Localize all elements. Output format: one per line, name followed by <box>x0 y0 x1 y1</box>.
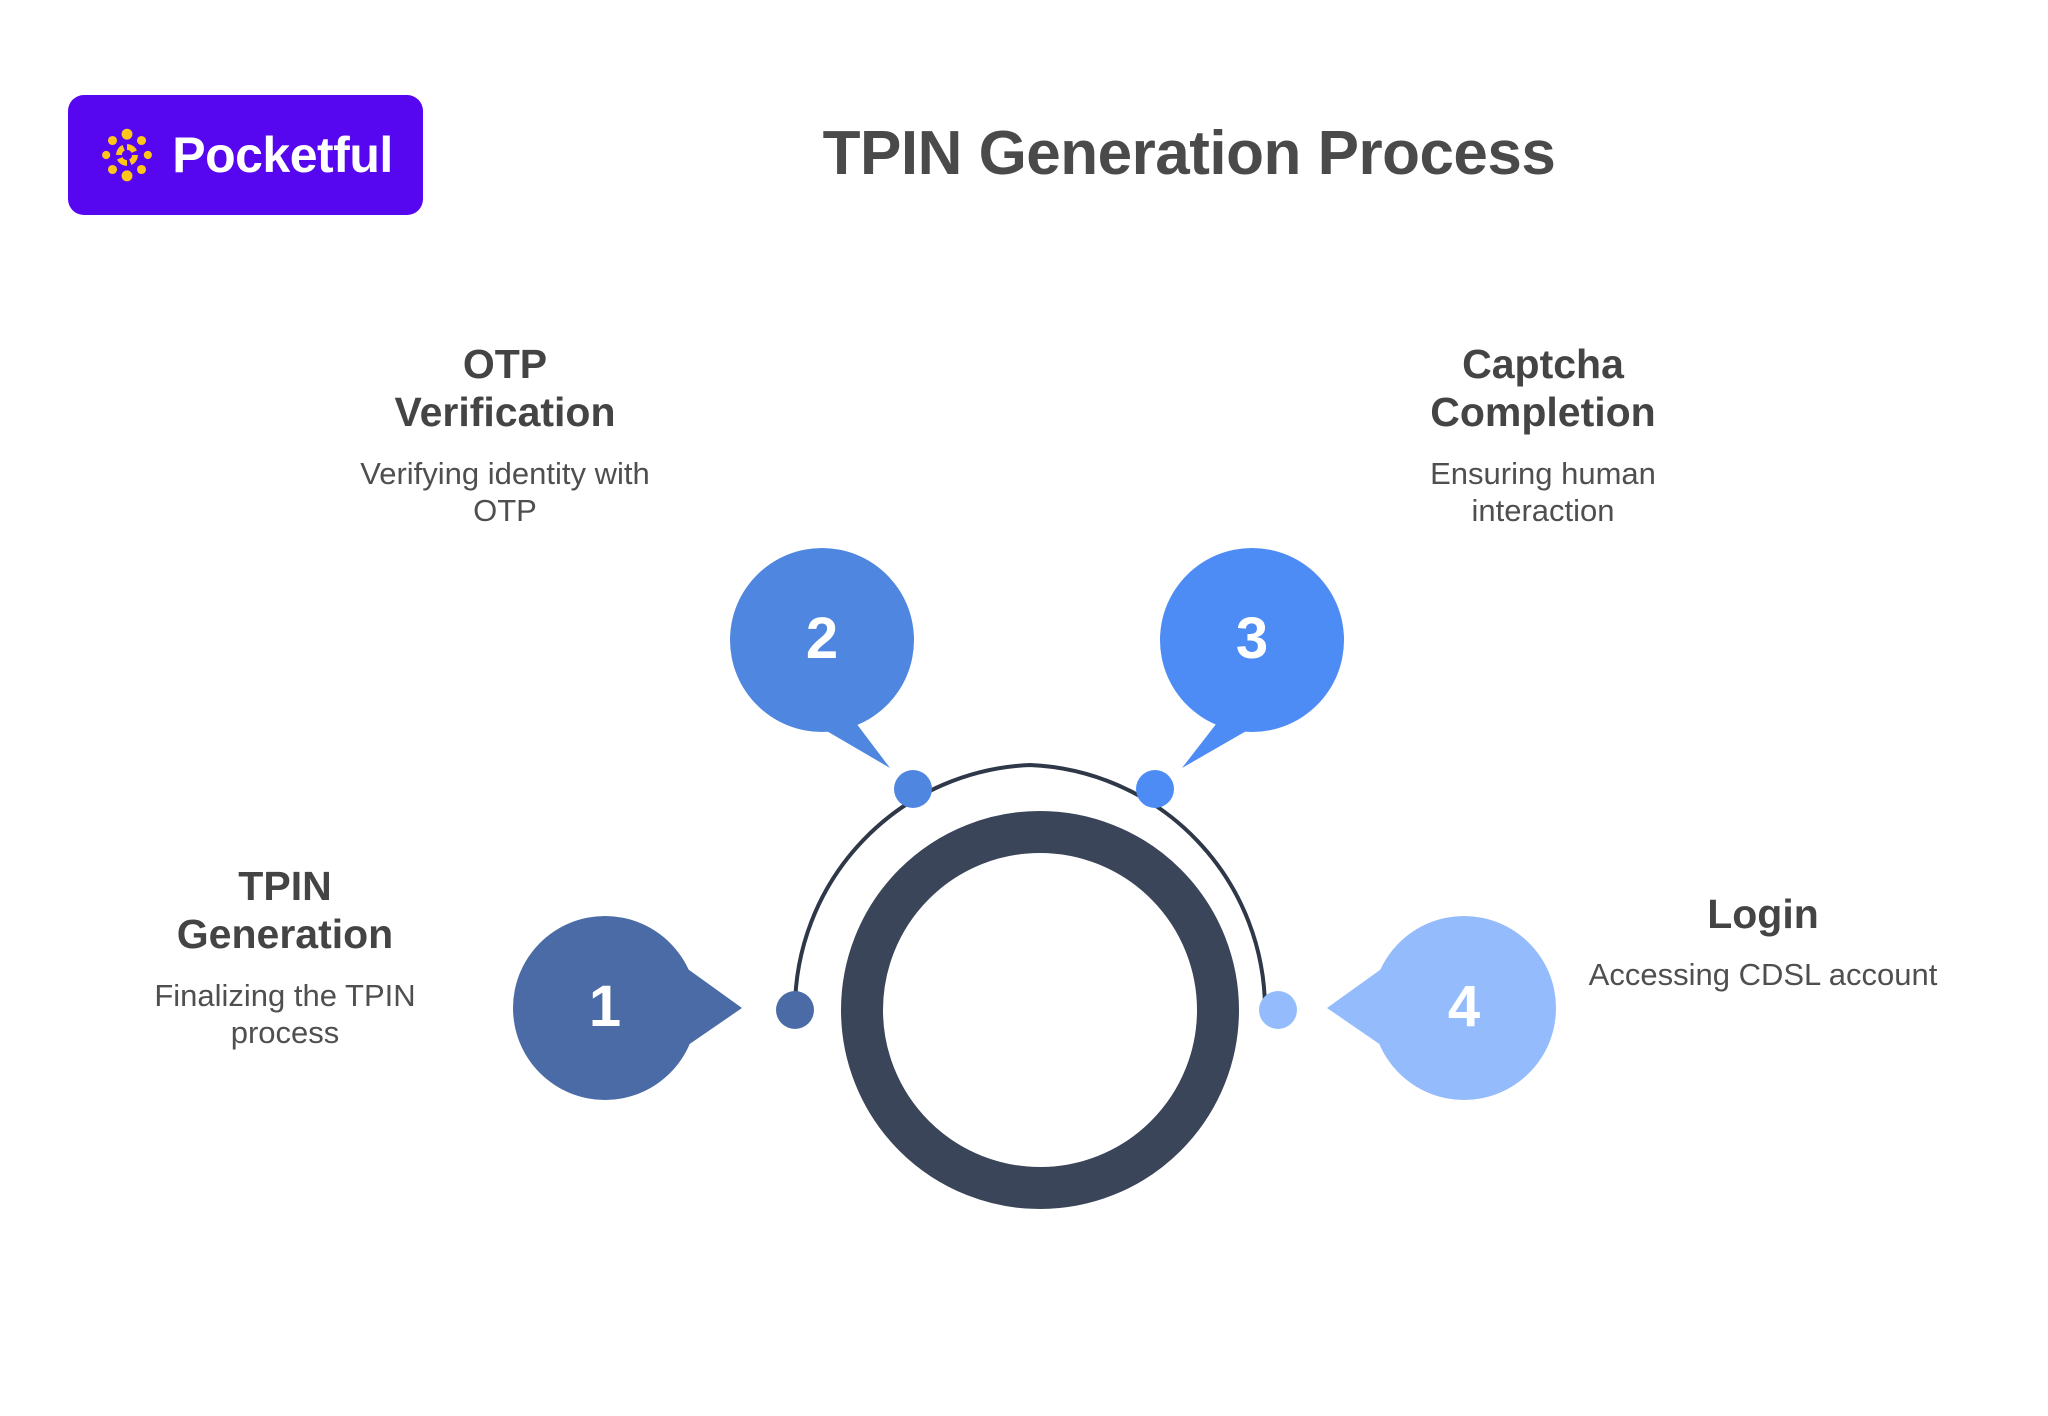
node-dot-3[interactable] <box>1136 770 1174 808</box>
step-bubble-3[interactable] <box>1160 548 1344 768</box>
step-caption-3: Captcha Completion Ensuring human intera… <box>1368 340 1718 529</box>
step-caption-4: Login Accessing CDSL account <box>1588 890 1938 994</box>
step-bubble-1[interactable] <box>513 916 742 1100</box>
connector-arc <box>792 762 1268 1011</box>
step-description-1: Finalizing the TPIN process <box>154 977 416 1050</box>
step-title-2: OTP Verification <box>394 341 616 436</box>
page-title: TPIN Generation Process <box>822 119 1556 188</box>
step-title-3: Captcha Completion <box>1430 341 1656 436</box>
step-bubble-4[interactable] <box>1327 916 1556 1100</box>
step-bubble-2[interactable] <box>730 548 914 768</box>
step-title-4: Login <box>1707 891 1819 937</box>
brand-logo-badge[interactable]: Pocketful <box>68 95 423 215</box>
step-caption-2: OTP Verification Verifying identity with… <box>330 340 680 529</box>
node-dot-1[interactable] <box>776 991 814 1029</box>
center-ring <box>841 811 1239 1209</box>
step-description-4: Accessing CDSL account <box>1588 957 1938 993</box>
step-caption-1: TPIN Generation Finalizing the TPIN proc… <box>110 862 460 1051</box>
brand-name: Pocketful <box>172 127 393 183</box>
node-dot-2[interactable] <box>894 770 932 808</box>
step-title-1: TPIN Generation <box>176 863 394 958</box>
step-description-2: Verifying identity with OTP <box>360 455 650 528</box>
node-dot-4[interactable] <box>1259 991 1297 1029</box>
pocketful-pinwheel-icon <box>98 126 156 184</box>
step-description-3: Ensuring human interaction <box>1430 455 1656 528</box>
